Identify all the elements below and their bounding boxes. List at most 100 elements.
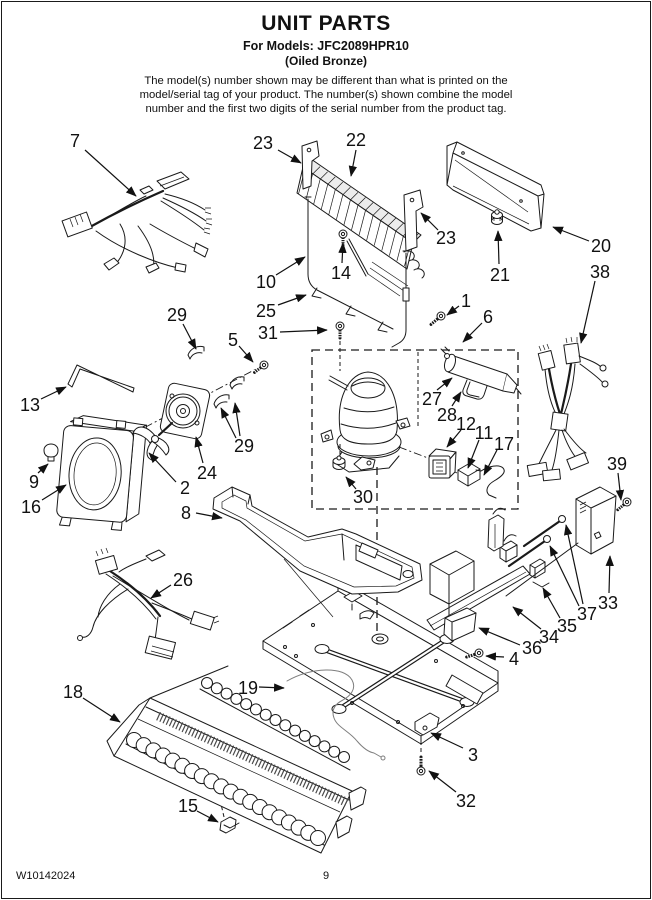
part-24-motor (157, 382, 211, 440)
callout-33: 33 (598, 593, 618, 613)
callout-32: 32 (456, 791, 476, 811)
callout-leader-6 (462, 322, 483, 343)
part-36-bracket (429, 550, 477, 642)
models-line: For Models: JFC2089HPR10 (242, 39, 410, 53)
disclaimer-text: The model(s) number shown may be differe… (139, 75, 513, 115)
callout-19: 19 (238, 678, 258, 698)
part-12-relay (428, 448, 457, 479)
document-number: W10142024 (16, 870, 76, 882)
part-14-screw (338, 229, 348, 247)
callout-leader-24 (194, 436, 204, 464)
part-8-drain-pan (212, 486, 423, 618)
callout-leader-39 (615, 472, 625, 501)
callout-4: 4 (509, 649, 519, 669)
callout-2: 2 (180, 478, 190, 498)
callout-leader-8 (195, 511, 223, 521)
callout-16: 16 (21, 497, 41, 517)
part-28-strap (462, 379, 488, 400)
callout-22: 22 (346, 130, 366, 150)
callout-leader-16 (41, 484, 67, 501)
callout-leader-20 (552, 226, 590, 242)
callout-leader-23 (420, 212, 439, 231)
screws-layer (253, 229, 632, 776)
part-26-wire-harness (77, 547, 220, 660)
callout-1: 1 (461, 291, 471, 311)
callout-6: 6 (483, 307, 493, 327)
callout-leader-4 (485, 652, 505, 661)
compressor-dashed-box (311, 349, 519, 510)
finish-line: (Oiled Bronze) (284, 54, 367, 68)
callout-13: 13 (20, 395, 40, 415)
part-33-bracket (505, 486, 617, 597)
part-20-cover (446, 141, 545, 232)
callout-14: 14 (331, 263, 351, 283)
callout-29: 29 (167, 305, 187, 325)
callout-leader-12 (446, 429, 462, 448)
part-31-screw (335, 321, 345, 340)
callout-15: 15 (178, 796, 198, 816)
part-5-screw (253, 360, 269, 374)
callout-leader-35 (542, 587, 561, 619)
callout-leader-26 (150, 584, 172, 599)
part-23-bracket-left (301, 140, 320, 190)
callout-leader-13 (40, 386, 67, 400)
page-number: 9 (322, 870, 330, 882)
callout-leader-15 (196, 810, 219, 823)
callout-9: 9 (29, 472, 39, 492)
callout-leader-19 (258, 683, 285, 692)
callout-18: 18 (63, 682, 83, 702)
callout-leader-14 (338, 242, 347, 264)
callout-29: 29 (234, 436, 254, 456)
callout-24: 24 (197, 463, 217, 483)
callout-17: 17 (494, 434, 514, 454)
callout-26: 26 (173, 570, 193, 590)
part-4-screw (465, 648, 484, 659)
callout-20: 20 (591, 236, 611, 256)
callout-21: 21 (490, 265, 510, 285)
page-header: UNIT PARTS For Models: JFC2089HPR10 (Oil… (0, 12, 652, 116)
callout-leader-27 (436, 377, 453, 391)
callout-leader-31 (279, 326, 328, 335)
callout-leader-11 (467, 439, 480, 469)
part-35-clamp (529, 558, 550, 588)
callout-leader-29 (220, 407, 237, 439)
part-13-tube (67, 364, 135, 393)
callout-3: 3 (468, 745, 478, 765)
callout-leader-29 (232, 402, 241, 437)
callout-11: 11 (475, 423, 494, 443)
callout-31: 31 (258, 323, 278, 343)
callout-leader-3 (430, 732, 464, 749)
callout-leader-37 (563, 524, 584, 605)
callout-23: 23 (253, 133, 273, 153)
part-mounting-brackets (426, 486, 617, 642)
callout-10: 10 (256, 272, 276, 292)
part-23-bracket-right (403, 189, 424, 252)
callout-leader-17 (483, 449, 498, 476)
part-30-grommet (332, 444, 346, 470)
part-22-condenser (296, 158, 425, 297)
callout-8: 8 (181, 503, 191, 523)
callout-leader-10 (275, 256, 306, 276)
callout-30: 30 (353, 487, 373, 507)
coil-rear-loops (201, 677, 350, 763)
callout-leader-23 (277, 149, 302, 164)
part-15-clip (219, 803, 240, 834)
part-18-coil (106, 665, 367, 854)
part-9-cap (43, 443, 59, 462)
callout-leader-34 (512, 606, 542, 630)
callout-23: 23 (436, 228, 456, 248)
callout-leader-2 (148, 452, 177, 483)
callout-leader-36 (478, 627, 521, 646)
callout-28: 28 (437, 405, 457, 425)
callout-37: 37 (577, 604, 597, 624)
callout-leader-7 (84, 149, 137, 197)
part-19-tube (286, 669, 386, 761)
part-34-clamp (487, 507, 518, 563)
part-compressor (320, 371, 411, 473)
callout-5: 5 (228, 330, 238, 350)
callout-leader-25 (277, 294, 307, 306)
part-14-rod (346, 238, 369, 277)
part-38-wire-harness (526, 336, 609, 482)
